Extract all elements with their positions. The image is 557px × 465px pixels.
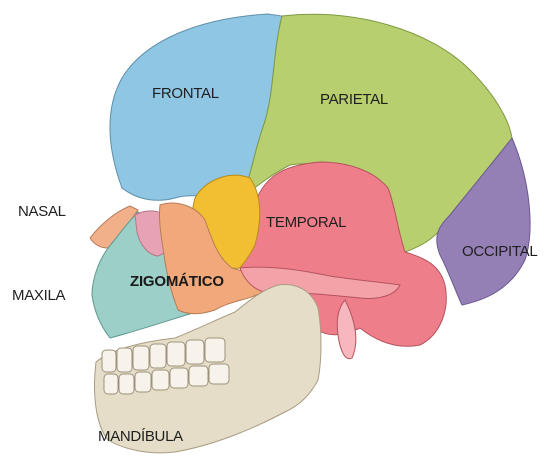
label-mandibula: MANDÍBULA [98,428,183,445]
label-parietal: PARIETAL [320,91,388,108]
label-maxila: MAXILA [12,287,66,304]
label-temporal: TEMPORAL [266,214,346,231]
label-nasal: NASAL [18,203,66,220]
label-occipital: OCCIPITAL [462,243,537,260]
label-zigomatico: ZIGOMÁTICO [130,273,224,290]
label-frontal: FRONTAL [152,85,219,102]
